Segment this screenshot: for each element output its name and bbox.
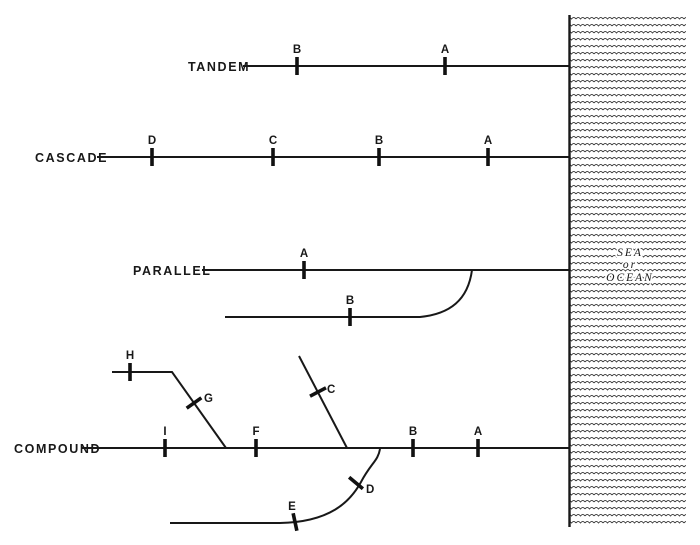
- compound-dam-c-tick: [309, 386, 327, 398]
- cascade-dam-d-label: D: [148, 135, 156, 147]
- tandem-dam-a-label: A: [441, 44, 449, 56]
- cascade-dam-b-label: B: [375, 135, 383, 147]
- compound-dam-h-label: H: [126, 350, 134, 362]
- cascade-dam-c-label: C: [269, 135, 277, 147]
- compound-dam-e-label: E: [288, 501, 296, 513]
- sea-label-line2: or: [623, 259, 637, 271]
- compound-title: COMPOUND: [14, 442, 101, 456]
- compound-dam-c-label: C: [327, 384, 335, 396]
- compound-dam-d-label: D: [366, 484, 374, 496]
- compound-dam-a-label: A: [474, 426, 482, 438]
- compound-dam-g-tick: [185, 396, 203, 410]
- sea-wave-pattern: [570, 15, 686, 527]
- tandem-dam-b-label: B: [293, 44, 301, 56]
- parallel-dam-b-label: B: [346, 295, 354, 307]
- compound-tributary-de: [170, 448, 381, 524]
- sea-label-line3: OCEAN: [606, 272, 654, 284]
- parallel-title: PARALLEL: [133, 264, 212, 278]
- compound-dam-g-label: G: [204, 393, 213, 405]
- compound-dam-f-label: F: [252, 426, 259, 438]
- compound-dam-d-tick: [347, 475, 365, 491]
- compound-dam-i-label: I: [163, 426, 166, 438]
- cascade-dam-a-label: A: [484, 135, 492, 147]
- compound-tributary-c: [298, 355, 348, 449]
- compound-dam-b-label: B: [409, 426, 417, 438]
- parallel-dam-a-label: A: [300, 248, 308, 260]
- sea-label-line1: SEA: [617, 247, 643, 259]
- parallel-river-branch: [225, 269, 473, 318]
- cascade-title: CASCADE: [35, 151, 108, 165]
- tandem-title: TANDEM: [188, 60, 250, 74]
- compound-dam-e-tick: [291, 512, 299, 532]
- compound-tributary-hg: [112, 371, 227, 449]
